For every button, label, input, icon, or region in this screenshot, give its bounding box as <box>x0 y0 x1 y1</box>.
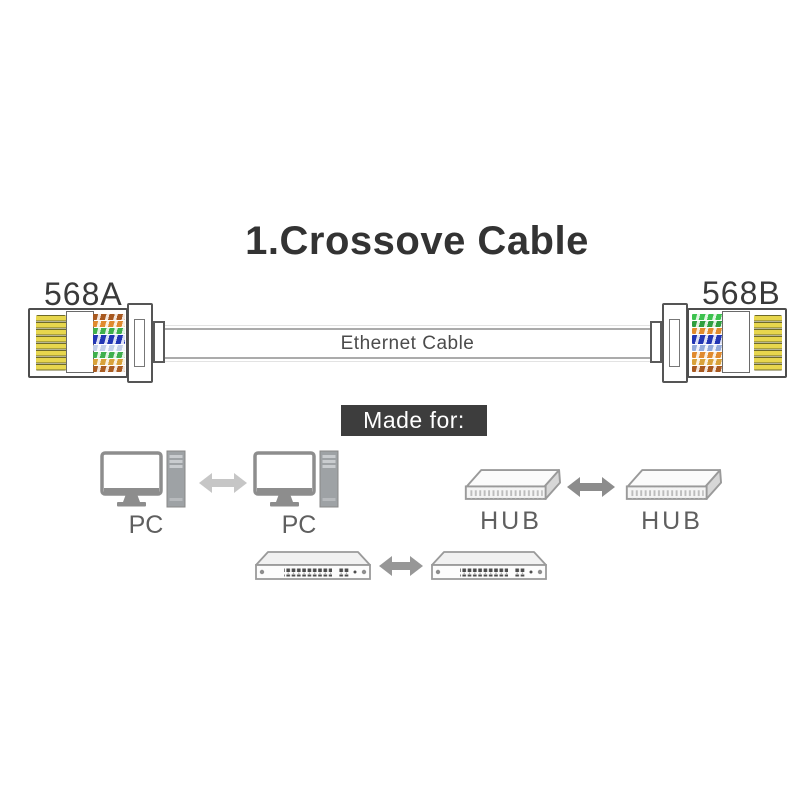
hub-icon <box>625 469 722 500</box>
wire-stripe <box>93 345 125 351</box>
connector-divider-right <box>722 311 750 373</box>
pc-icon <box>100 450 186 508</box>
wire-stripe <box>93 359 125 365</box>
arrow-shaft <box>578 483 604 491</box>
connector-divider-left <box>66 311 94 373</box>
arrow-shaft <box>390 562 412 570</box>
arrow-left-head <box>379 556 392 576</box>
connector-wires-568b <box>692 314 724 372</box>
wire-stripe <box>692 314 724 320</box>
connector-pins-right <box>754 315 782 371</box>
hub-label-left: HUB <box>480 507 542 535</box>
wire-stripe <box>692 328 724 334</box>
cable-step-right <box>650 321 662 363</box>
bidirectional-arrow-pc <box>199 473 247 493</box>
arrow-shaft <box>210 479 236 487</box>
switch-icon <box>255 551 371 580</box>
wire-stripe <box>93 335 125 344</box>
wire-stripe <box>692 345 724 351</box>
page-title: 1.Crossove Cable <box>245 219 589 263</box>
ethernet-cable-bar: Ethernet Cable <box>165 325 650 362</box>
connector-568b-label: 568B <box>702 275 781 311</box>
bidirectional-arrow-hub <box>567 477 615 497</box>
cable-step-left <box>153 321 165 363</box>
wire-stripe <box>93 352 125 358</box>
bidirectional-arrow-switch <box>379 556 423 576</box>
arrow-right-head <box>602 477 615 497</box>
pc-label-left: PC <box>128 511 164 539</box>
hub-label-right: HUB <box>641 507 703 535</box>
boot-slot-right <box>669 319 680 367</box>
pc-icon <box>253 450 339 508</box>
made-for-badge: Made for: <box>341 405 487 436</box>
wire-stripe <box>692 359 724 365</box>
connector-568a-label: 568A <box>44 276 123 312</box>
wire-stripe <box>93 328 125 334</box>
wire-stripe <box>93 321 125 327</box>
pc-label-right: PC <box>281 511 317 539</box>
connector-pins-left <box>36 315 66 371</box>
wire-stripe <box>692 335 724 344</box>
wire-stripe <box>692 366 724 372</box>
boot-slot-left <box>134 319 145 367</box>
wire-stripe <box>692 352 724 358</box>
arrow-right-head <box>410 556 423 576</box>
wire-stripe <box>93 366 125 372</box>
switch-icon <box>431 551 547 580</box>
connector-wires-568a <box>93 314 125 372</box>
wire-stripe <box>93 314 125 320</box>
hub-icon <box>464 469 561 500</box>
wire-stripe <box>692 321 724 327</box>
ethernet-cable-label: Ethernet Cable <box>340 332 475 354</box>
arrow-left-head <box>199 473 212 493</box>
arrow-left-head <box>567 477 580 497</box>
arrow-right-head <box>234 473 247 493</box>
